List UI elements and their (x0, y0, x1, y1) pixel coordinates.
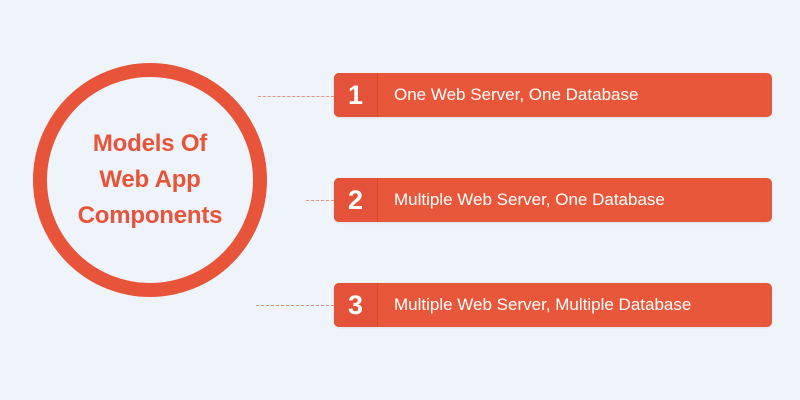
item-number-badge: 2 (334, 178, 378, 222)
item-label: Multiple Web Server, One Database (394, 190, 665, 209)
central-circle: Models Of Web App Components (33, 63, 267, 297)
item-number-badge: 3 (334, 283, 378, 327)
item-number-badge: 1 (334, 73, 378, 117)
connector-line-3 (256, 305, 334, 306)
connector-line-1 (258, 96, 334, 97)
connector-line-2 (306, 200, 334, 201)
model-item-2: 2 Multiple Web Server, One Database (334, 178, 772, 222)
title-line-3: Components (77, 202, 223, 229)
item-label: Multiple Web Server, Multiple Database (394, 295, 692, 314)
title-line-2: Web App (99, 166, 201, 193)
title-line-1: Models Of (92, 130, 208, 157)
model-item-3: 3 Multiple Web Server, Multiple Database (334, 283, 772, 327)
item-label: One Web Server, One Database (394, 85, 639, 104)
model-item-1: 1 One Web Server, One Database (334, 73, 772, 117)
